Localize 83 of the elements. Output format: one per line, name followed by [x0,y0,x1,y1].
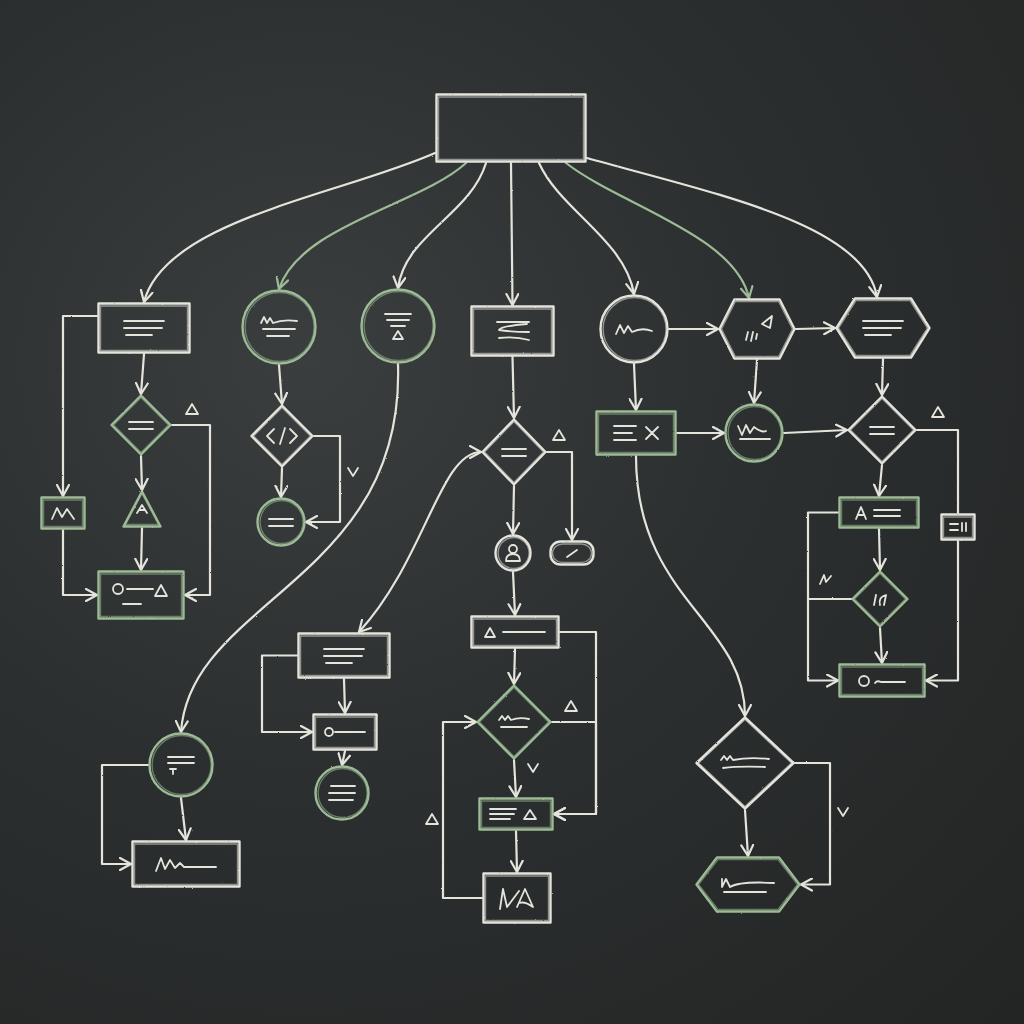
process-box [435,93,587,163]
circle-node [314,765,370,821]
hexagon-node [835,297,931,359]
arrow [274,363,289,406]
arrow [550,720,598,822]
circle-node [241,289,317,365]
decision-diamond [851,570,909,628]
process-box [482,872,552,924]
arrow [667,321,720,337]
arrow [274,466,289,499]
arrow [357,447,483,634]
process-box [131,840,241,888]
arrow [747,358,762,405]
arrow [634,454,752,718]
decision-diamond [695,716,795,810]
arrow [507,570,522,617]
arrow [277,161,468,291]
arrow [793,761,832,892]
circle-node [360,288,436,364]
arrow [337,677,352,715]
arrow [260,654,314,740]
decision-diamond [250,404,314,468]
arrow [304,434,342,530]
arrow [874,626,889,665]
arrow [509,829,524,874]
arrow [55,314,99,498]
process-box [470,305,555,357]
arrow [740,808,755,858]
decision-diamond [847,395,917,465]
circle-node [148,732,214,798]
arrow [134,352,149,396]
process-box [97,302,191,354]
decision-diamond [110,394,172,456]
arrow [506,484,521,536]
arrow [508,758,523,799]
arrow [393,161,488,290]
process-box [595,410,677,456]
arrow [875,357,890,397]
arrow [537,161,639,296]
circle-node [599,294,669,364]
arrow [924,539,960,688]
process-box [470,615,560,649]
arrow [794,321,837,336]
arrow [170,423,212,603]
process-box [838,496,920,529]
connector-line [915,428,960,515]
process-box [97,570,185,620]
decision-diamond [481,418,547,486]
arrow [441,714,484,900]
arrow [545,450,580,542]
arrow [675,425,726,441]
arrow [141,151,437,304]
arrow [506,355,521,420]
arrow [505,161,520,307]
triangle-node [122,490,162,528]
process-box [940,513,976,541]
arrow [134,526,149,572]
arrow [585,156,881,299]
circle-node [256,497,306,547]
arrow [61,528,99,603]
arrow [337,749,352,767]
arrow [134,454,149,492]
process-box [297,632,391,679]
arrow [628,362,643,412]
hexagon-node [695,856,801,913]
arrow [100,763,150,872]
process-box [478,797,554,831]
arrow [177,796,192,842]
arrow [782,423,849,438]
arrow [872,527,887,572]
decision-diamond [476,684,552,760]
process-box [312,713,378,751]
arrow [873,463,888,498]
arrow [507,647,522,686]
circle-node [724,403,784,463]
process-box [549,540,595,566]
arrow [806,597,853,688]
arrow [564,161,752,300]
process-box [40,496,86,530]
circle-node [494,534,532,572]
process-box [838,663,926,698]
hexagon-node [718,298,796,360]
arrow [176,362,400,734]
